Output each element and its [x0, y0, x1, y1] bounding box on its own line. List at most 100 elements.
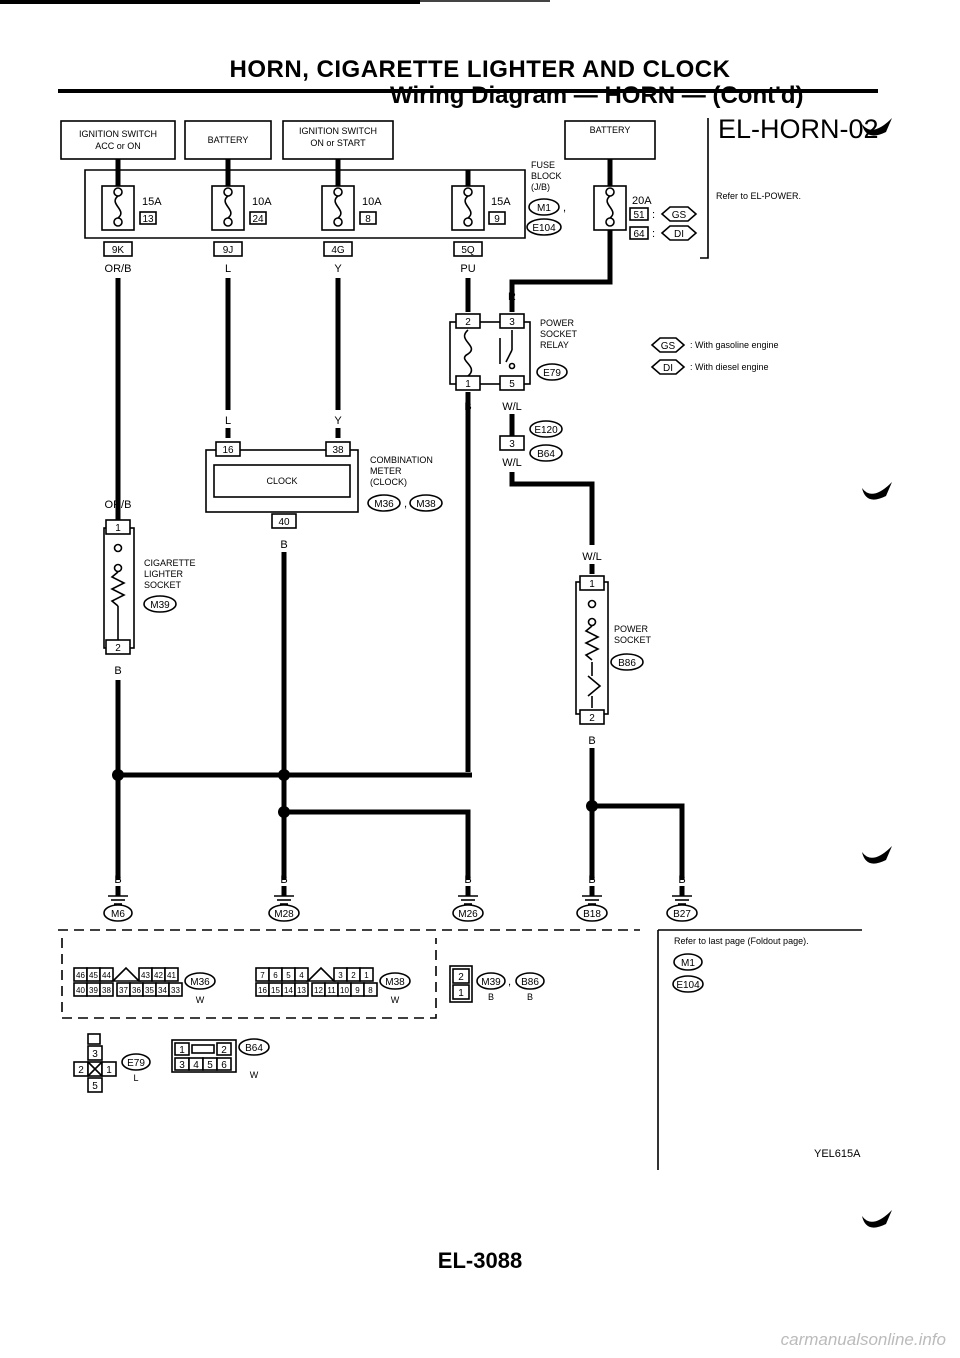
fuse-2-wire: L — [225, 263, 231, 275]
m39-pin-1: 1 — [458, 988, 464, 999]
fuse-15a-9: 15A 9 5Q PU — [451, 170, 511, 275]
ground-5-conn: B27 — [673, 909, 691, 920]
fuse-4-number: 9 — [494, 214, 500, 225]
fuse-5-rating: 20A — [632, 195, 652, 207]
connector-dashed-box — [61, 938, 437, 1019]
refer-last-page: Refer to last page (Foldout page). M1 E1… — [672, 936, 809, 993]
fuse-2-connector: 9J — [223, 245, 234, 256]
m39-color1: B — [488, 992, 494, 1002]
clock-conn1: M36 — [374, 499, 394, 510]
power-source-battery-1-label: BATTERY — [208, 135, 249, 145]
e79-pin-2: 2 — [78, 1065, 84, 1076]
m38-pin-13: 13 — [297, 986, 306, 995]
power-source-ign-start-line1: IGNITION SWITCH — [299, 126, 377, 136]
fuse-4-connector: 5Q — [461, 245, 475, 256]
m38-pin-15: 15 — [271, 986, 280, 995]
e79-pin-3: 3 — [92, 1049, 98, 1060]
legend-gs-code: GS — [661, 341, 676, 352]
joint-wire: W/L — [502, 457, 522, 469]
m38-pin-8: 8 — [368, 986, 373, 995]
e79-code: E79 — [127, 1058, 145, 1069]
relay-pin-1: 1 — [465, 379, 471, 390]
b64-code: B64 — [245, 1043, 263, 1054]
socket-pin-2: 2 — [589, 713, 595, 724]
lighter-line2: LIGHTER — [144, 569, 184, 579]
relay-wire-out2: W/L — [502, 401, 522, 413]
fuse-block-outline — [84, 169, 526, 239]
e79-pin-1: 1 — [106, 1065, 112, 1076]
relay-line3: RELAY — [540, 340, 569, 350]
socket-pin-1: 1 — [589, 579, 595, 590]
m36-pin-33: 33 — [171, 986, 180, 995]
clock-pin-38: 38 — [332, 445, 344, 456]
splice-1 — [112, 769, 124, 781]
wire-to-socket — [509, 472, 595, 545]
clock-line1: COMBINATION — [370, 455, 433, 465]
fuse-20a: 20A 51 : GS 64 : DI — [593, 159, 698, 241]
svg-text::: : — [652, 228, 655, 240]
legend-di-code: DI — [663, 363, 673, 374]
joint-conn2: B64 — [537, 449, 555, 460]
m38-pin-9: 9 — [355, 986, 360, 995]
m38-pin-1: 1 — [364, 971, 369, 980]
page-number: EL-3088 — [437, 1248, 523, 1273]
continuation-arrow-1 — [862, 118, 892, 136]
m38-code: M38 — [385, 977, 405, 988]
refer-last-conn1: M1 — [681, 958, 695, 969]
m38-pin-11: 11 — [327, 986, 336, 995]
lighter-pin-1: 1 — [115, 523, 121, 534]
m36-pin-45: 45 — [89, 971, 98, 980]
m36-pin-40: 40 — [76, 986, 85, 995]
m36-pin-39: 39 — [89, 986, 98, 995]
m36-pin-34: 34 — [158, 986, 167, 995]
power-socket-relay: 2 3 1 5 POWER SOCKET RELAY E79 B W/L — [449, 313, 578, 413]
figure-id: YEL615A — [814, 1148, 861, 1160]
watermark: carmanualsonline.info — [780, 1330, 946, 1349]
fuse-block-line3: (J/B) — [531, 182, 550, 192]
ground-m28: B M28 — [268, 874, 300, 922]
clock-pin-40: 40 — [278, 517, 290, 528]
ground-1-conn: M6 — [111, 909, 125, 920]
fuse-5-conn2: DI — [674, 229, 684, 240]
joint-pin: 3 — [509, 439, 515, 450]
joint-conn1: E120 — [534, 425, 558, 436]
e79-pin-5: 5 — [92, 1081, 98, 1092]
b64-pin-3: 3 — [179, 1060, 185, 1071]
m38-pin-5: 5 — [286, 971, 291, 980]
power-source-ign-acc-line2: ACC or ON — [95, 141, 141, 151]
fuse-2-number: 24 — [252, 214, 264, 225]
title-rule — [58, 89, 878, 93]
ground-b27: B B27 — [666, 874, 698, 922]
refer-last-conn2: E104 — [676, 980, 700, 991]
ground-3-wire: B — [464, 874, 471, 886]
clock-label: CLOCK — [266, 476, 297, 486]
m38-pin-3: 3 — [338, 971, 343, 980]
fuse-block-line2: BLOCK — [531, 171, 562, 181]
cigarette-lighter-socket: 1 2 CIGARETTE LIGHTER SOCKET M39 B — [103, 519, 196, 677]
e79-color: L — [133, 1073, 138, 1083]
m36-pin-44: 44 — [102, 971, 111, 980]
ground-b18: B B18 — [576, 874, 608, 922]
socket-conn: B86 — [618, 658, 636, 669]
svg-text:,: , — [563, 202, 566, 214]
m36-pin-42: 42 — [154, 971, 163, 980]
combination-meter-clock: 16 38 CLOCK 40 COMBINATION METER (CLOCK)… — [205, 441, 443, 551]
lighter-wire-out: B — [114, 665, 121, 677]
fuse-1-wire: OR/B — [105, 263, 132, 275]
m36-pin-46: 46 — [76, 971, 85, 980]
power-source-ign-acc-line1: IGNITION SWITCH — [79, 129, 157, 139]
b64-pin-5: 5 — [207, 1060, 213, 1071]
socket-wire-out: B — [588, 735, 595, 747]
b64-pin-6: 6 — [221, 1060, 227, 1071]
connector-m39-b86: 2 1 M39 , B86 B B — [449, 965, 545, 1003]
m38-pin-10: 10 — [340, 986, 349, 995]
lighter-conn: M39 — [150, 600, 170, 611]
m38-pin-16: 16 — [258, 986, 267, 995]
socket-line1: POWER — [614, 624, 649, 634]
ground-m26: B M26 — [452, 874, 484, 922]
connector-e79: 3 2 1 5 E79 L — [73, 1033, 151, 1093]
power-source-battery-2-label: BATTERY — [590, 125, 631, 135]
